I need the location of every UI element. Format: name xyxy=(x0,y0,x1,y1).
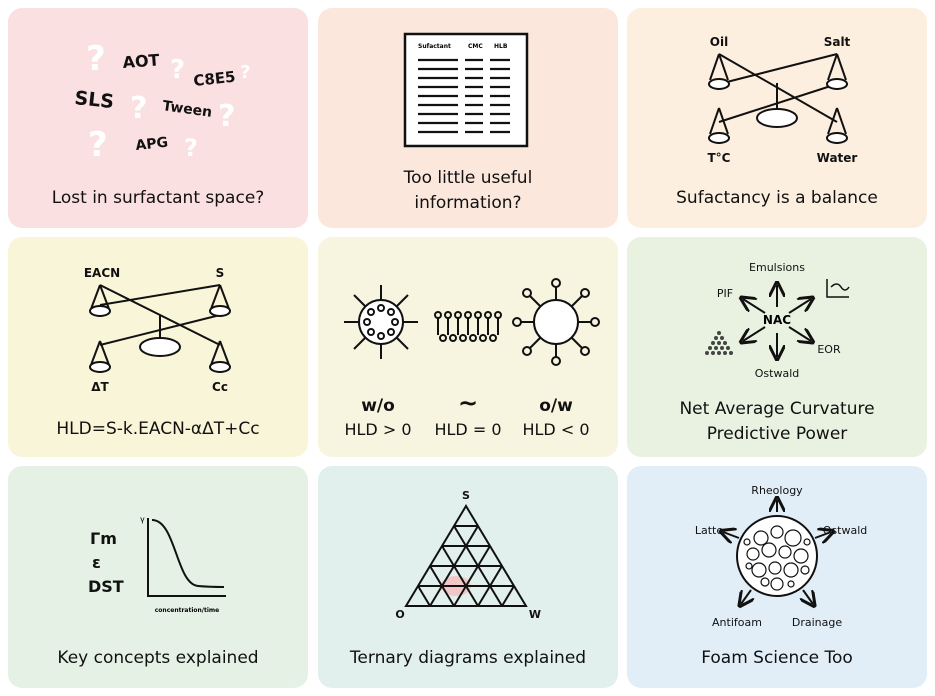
label-hld-negative: HLD < 0 xyxy=(522,420,589,439)
label-hld-positive: HLD > 0 xyxy=(344,420,411,439)
vertex-w: W xyxy=(529,608,541,621)
symbol-dst: DST xyxy=(88,577,124,596)
question-mark: ? xyxy=(218,99,235,134)
symbol-gamma-m: Γm xyxy=(90,529,117,548)
bilayer-icon xyxy=(434,311,502,342)
caption: Ternary diagrams explained xyxy=(349,648,587,668)
label-emulsions: Emulsions xyxy=(749,261,805,274)
question-mark: ? xyxy=(130,91,147,126)
micelle-icon xyxy=(512,278,600,366)
caption-line-2: information? xyxy=(414,193,522,213)
question-mark: ? xyxy=(240,62,250,83)
question-marks-illustration: ? ? ? ? ? ? ? SLS AOT C8E5 Tween APG xyxy=(73,39,250,165)
caption: Foam Science Too xyxy=(701,648,853,668)
label-tilde: ~ xyxy=(458,389,478,417)
card-micelle-curvature: w/o ~ o/w HLD > 0 HLD = 0 HLD < 0 xyxy=(318,237,618,457)
question-mark: ? xyxy=(184,134,198,162)
word-tween: Tween xyxy=(161,98,213,121)
label-nac: NAC xyxy=(763,313,791,327)
card-key-concepts: Γm ε DST γ concentration/time Key concep… xyxy=(8,466,308,688)
x-axis-label: concentration/time xyxy=(155,607,219,614)
label-ostwald: Ostwald xyxy=(755,367,799,380)
question-mark: ? xyxy=(170,55,185,85)
label-temperature: T°C xyxy=(708,151,731,165)
balance-scale-illustration: Oil Salt T°C Water xyxy=(708,35,858,165)
label-antifoam: Antifoam xyxy=(712,616,762,629)
label-water: Water xyxy=(817,151,858,165)
word-c8e5: C8E5 xyxy=(193,68,237,90)
card-too-little-info: Sufactant CMC HLB Too little useful info… xyxy=(318,8,618,228)
caption: Lost in surfactant space? xyxy=(51,188,265,208)
label-eacn: EACN xyxy=(84,266,120,280)
label-delta-t: ΔT xyxy=(91,380,109,394)
question-mark: ? xyxy=(86,39,106,79)
label-salt: Salt xyxy=(824,35,851,49)
balance-scale-illustration: EACN S ΔT Cc xyxy=(84,266,231,394)
surface-tension-plot: Γm ε DST γ concentration/time xyxy=(88,515,226,614)
table-header: CMC xyxy=(468,43,483,50)
question-mark: ? xyxy=(88,125,108,165)
card-hld-equation: EACN S ΔT Cc HLD=S-k.EACN-αΔT+Cc xyxy=(8,237,308,457)
card-balance: Oil Salt T°C Water Sufactancy is a balan… xyxy=(627,8,927,228)
label-rheology: Rheology xyxy=(751,484,803,497)
vertex-o: O xyxy=(395,608,404,621)
micelle-illustration: w/o ~ o/w HLD > 0 HLD = 0 HLD < 0 xyxy=(344,278,600,439)
particle-triangle-icon xyxy=(705,331,733,355)
label-drainage: Drainage xyxy=(792,616,842,629)
label-o-w: o/w xyxy=(539,396,573,416)
chart-icon xyxy=(826,279,850,298)
label-eor: EOR xyxy=(817,343,841,356)
nac-diagram: NAC Emulsions PIF EOR Ostwald xyxy=(705,261,850,380)
caption: Sufactancy is a balance xyxy=(676,188,878,208)
caption-hld-equation: HLD=S-k.EACN-αΔT+Cc xyxy=(56,419,260,439)
card-surfactant-space: ? ? ? ? ? ? ? SLS AOT C8E5 Tween APG Los… xyxy=(8,8,308,228)
label-oil: Oil xyxy=(710,35,728,49)
table-header: Sufactant xyxy=(418,43,451,50)
word-aot: AOT xyxy=(122,50,160,72)
label-latte: Latte xyxy=(695,524,723,537)
label-cc: Cc xyxy=(212,380,228,394)
card-foam: Rheology Latte Ostwald Antifoam Drainage… xyxy=(627,466,927,688)
card-ternary: S O W Ternary diagrams explained xyxy=(318,466,618,688)
vertex-s: S xyxy=(462,489,470,502)
foam-diagram: Rheology Latte Ostwald Antifoam Drainage xyxy=(695,484,867,629)
table-header: HLB xyxy=(494,43,508,50)
ternary-diagram: S O W xyxy=(395,489,541,621)
label-s: S xyxy=(216,266,225,280)
label-w-o: w/o xyxy=(361,396,395,416)
caption: Key concepts explained xyxy=(57,648,259,668)
symbol-epsilon: ε xyxy=(92,553,101,572)
label-ostwald: Ostwald xyxy=(823,524,867,537)
y-axis-label: γ xyxy=(140,515,145,524)
label-pif: PIF xyxy=(717,287,733,300)
reverse-micelle-icon xyxy=(344,285,418,359)
card-nac: NAC Emulsions PIF EOR Ostwald Net Averag… xyxy=(627,237,927,457)
data-table-illustration: Sufactant CMC HLB xyxy=(403,32,529,148)
word-apg: APG xyxy=(135,135,169,154)
caption-line-2: Predictive Power xyxy=(706,424,848,444)
word-sls: SLS xyxy=(73,87,115,113)
foam-bubble-cluster-icon xyxy=(736,515,818,597)
caption-line-1: Net Average Curvature xyxy=(679,399,875,419)
caption-line-1: Too little useful xyxy=(403,168,533,188)
label-hld-zero: HLD = 0 xyxy=(434,420,501,439)
